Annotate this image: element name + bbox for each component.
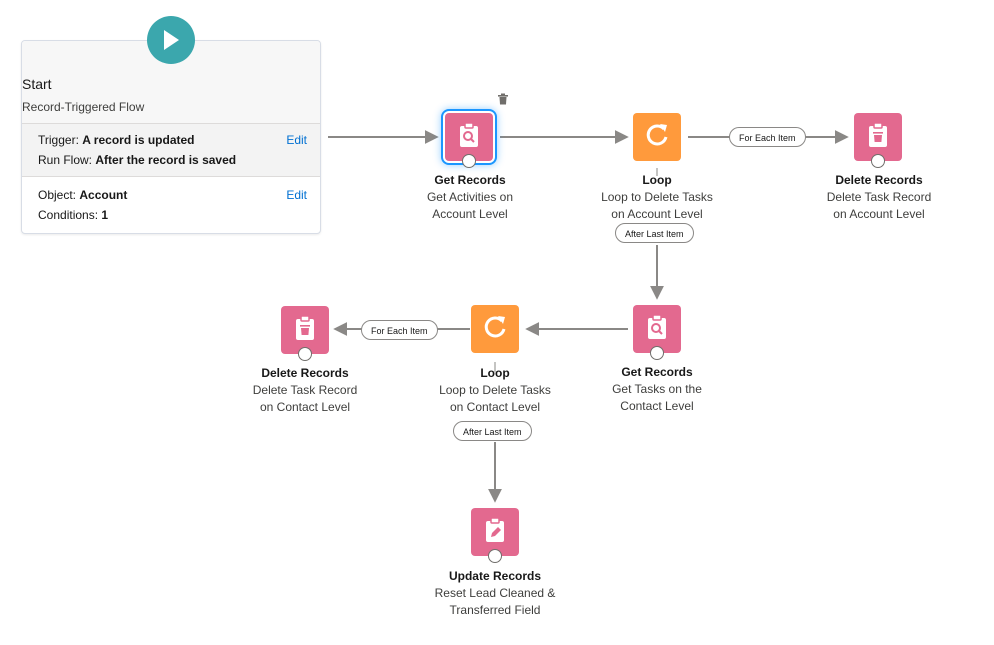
delete-account-node[interactable] bbox=[854, 113, 902, 161]
update-records-label: Update Records Reset Lead Cleaned & Tran… bbox=[410, 568, 580, 619]
get-tasks-contact-node[interactable] bbox=[633, 305, 681, 353]
element-type: Loop bbox=[480, 366, 510, 380]
update-records-node[interactable] bbox=[471, 508, 519, 556]
element-description: Contact Level bbox=[620, 399, 694, 413]
element-type: Get Records bbox=[621, 365, 693, 379]
start-subtitle: Record-Triggered Flow bbox=[22, 100, 145, 114]
element-description: Get Tasks on the bbox=[612, 382, 702, 396]
delete-contact-connector-dot[interactable] bbox=[298, 347, 312, 361]
get-activities-connector-dot[interactable] bbox=[462, 154, 476, 168]
get-activities-label: Get Records Get Activities on Account Le… bbox=[385, 172, 555, 223]
element-description: Transferred Field bbox=[449, 603, 541, 617]
loop-contact-node[interactable] bbox=[471, 305, 519, 353]
element-description: Account Level bbox=[432, 207, 508, 221]
start-element-card[interactable]: Start Record-Triggered Flow Trigger: A r… bbox=[21, 40, 321, 234]
element-description: Delete Task Record bbox=[252, 383, 358, 397]
get-tasks-contact-connector-dot[interactable] bbox=[650, 346, 664, 360]
element-type: Loop bbox=[642, 173, 672, 187]
delete-contact-node[interactable] bbox=[281, 306, 329, 354]
object-row: Object: Account bbox=[38, 188, 127, 202]
delete-records-icon bbox=[863, 120, 893, 155]
get-records-icon bbox=[454, 120, 484, 155]
loop-account-node[interactable] bbox=[633, 113, 681, 161]
get-tasks-contact-label: Get Records Get Tasks on the Contact Lev… bbox=[572, 364, 742, 415]
element-description: Get Activities on bbox=[426, 190, 514, 204]
element-description: on Account Level bbox=[611, 207, 703, 221]
trigger-value: A record is updated bbox=[82, 133, 195, 147]
element-type: Update Records bbox=[448, 569, 542, 583]
conditions-label: Conditions: bbox=[38, 208, 99, 222]
element-description: Loop to Delete Tasks bbox=[601, 190, 713, 204]
element-type: Get Records bbox=[434, 173, 506, 187]
object-label: Object: bbox=[38, 188, 77, 202]
element-description: Loop to Delete Tasks bbox=[439, 383, 551, 397]
loop-icon bbox=[480, 312, 510, 347]
conditions-row: Conditions: 1 bbox=[38, 208, 108, 222]
run-flow-value: After the record is saved bbox=[95, 153, 237, 167]
for-each-item-pill[interactable]: For Each Item bbox=[361, 320, 438, 340]
element-description: on Account Level bbox=[833, 207, 925, 221]
element-type: Delete Records bbox=[261, 366, 349, 380]
after-last-item-pill[interactable]: After Last Item bbox=[615, 223, 694, 243]
trigger-row: Trigger: A record is updated bbox=[38, 133, 195, 147]
delete-account-connector-dot[interactable] bbox=[871, 154, 885, 168]
loop-contact-label: Loop Loop to Delete Tasks on Contact Lev… bbox=[410, 365, 580, 416]
element-description: on Contact Level bbox=[449, 400, 541, 414]
delete-records-icon bbox=[290, 313, 320, 348]
delete-account-label: Delete Records Delete Task Record on Acc… bbox=[794, 172, 964, 223]
update-records-icon bbox=[480, 515, 510, 550]
for-each-item-pill[interactable]: For Each Item bbox=[729, 127, 806, 147]
run-flow-row: Run Flow: After the record is saved bbox=[38, 153, 236, 167]
edit-object-link[interactable]: Edit bbox=[286, 188, 307, 202]
element-description: Reset Lead Cleaned & bbox=[434, 586, 556, 600]
loop-icon bbox=[642, 120, 672, 155]
trigger-section bbox=[22, 124, 320, 177]
element-description: on Contact Level bbox=[259, 400, 351, 414]
element-type: Delete Records bbox=[835, 173, 923, 187]
edit-trigger-link[interactable]: Edit bbox=[286, 133, 307, 147]
update-records-connector-dot[interactable] bbox=[488, 549, 502, 563]
after-last-item-pill[interactable]: After Last Item bbox=[453, 421, 532, 441]
object-value: Account bbox=[79, 188, 128, 202]
delete-contact-label: Delete Records Delete Task Record on Con… bbox=[220, 365, 390, 416]
start-title: Start bbox=[22, 76, 52, 92]
conditions-value: 1 bbox=[101, 208, 109, 222]
trash-icon[interactable] bbox=[497, 92, 509, 105]
get-activities-node[interactable] bbox=[445, 113, 493, 161]
play-icon[interactable] bbox=[147, 16, 195, 64]
loop-account-label: Loop Loop to Delete Tasks on Account Lev… bbox=[572, 172, 742, 223]
get-records-icon bbox=[642, 312, 672, 347]
element-description: Delete Task Record bbox=[826, 190, 932, 204]
run-flow-label: Run Flow: bbox=[38, 153, 93, 167]
trigger-label: Trigger: bbox=[38, 133, 79, 147]
